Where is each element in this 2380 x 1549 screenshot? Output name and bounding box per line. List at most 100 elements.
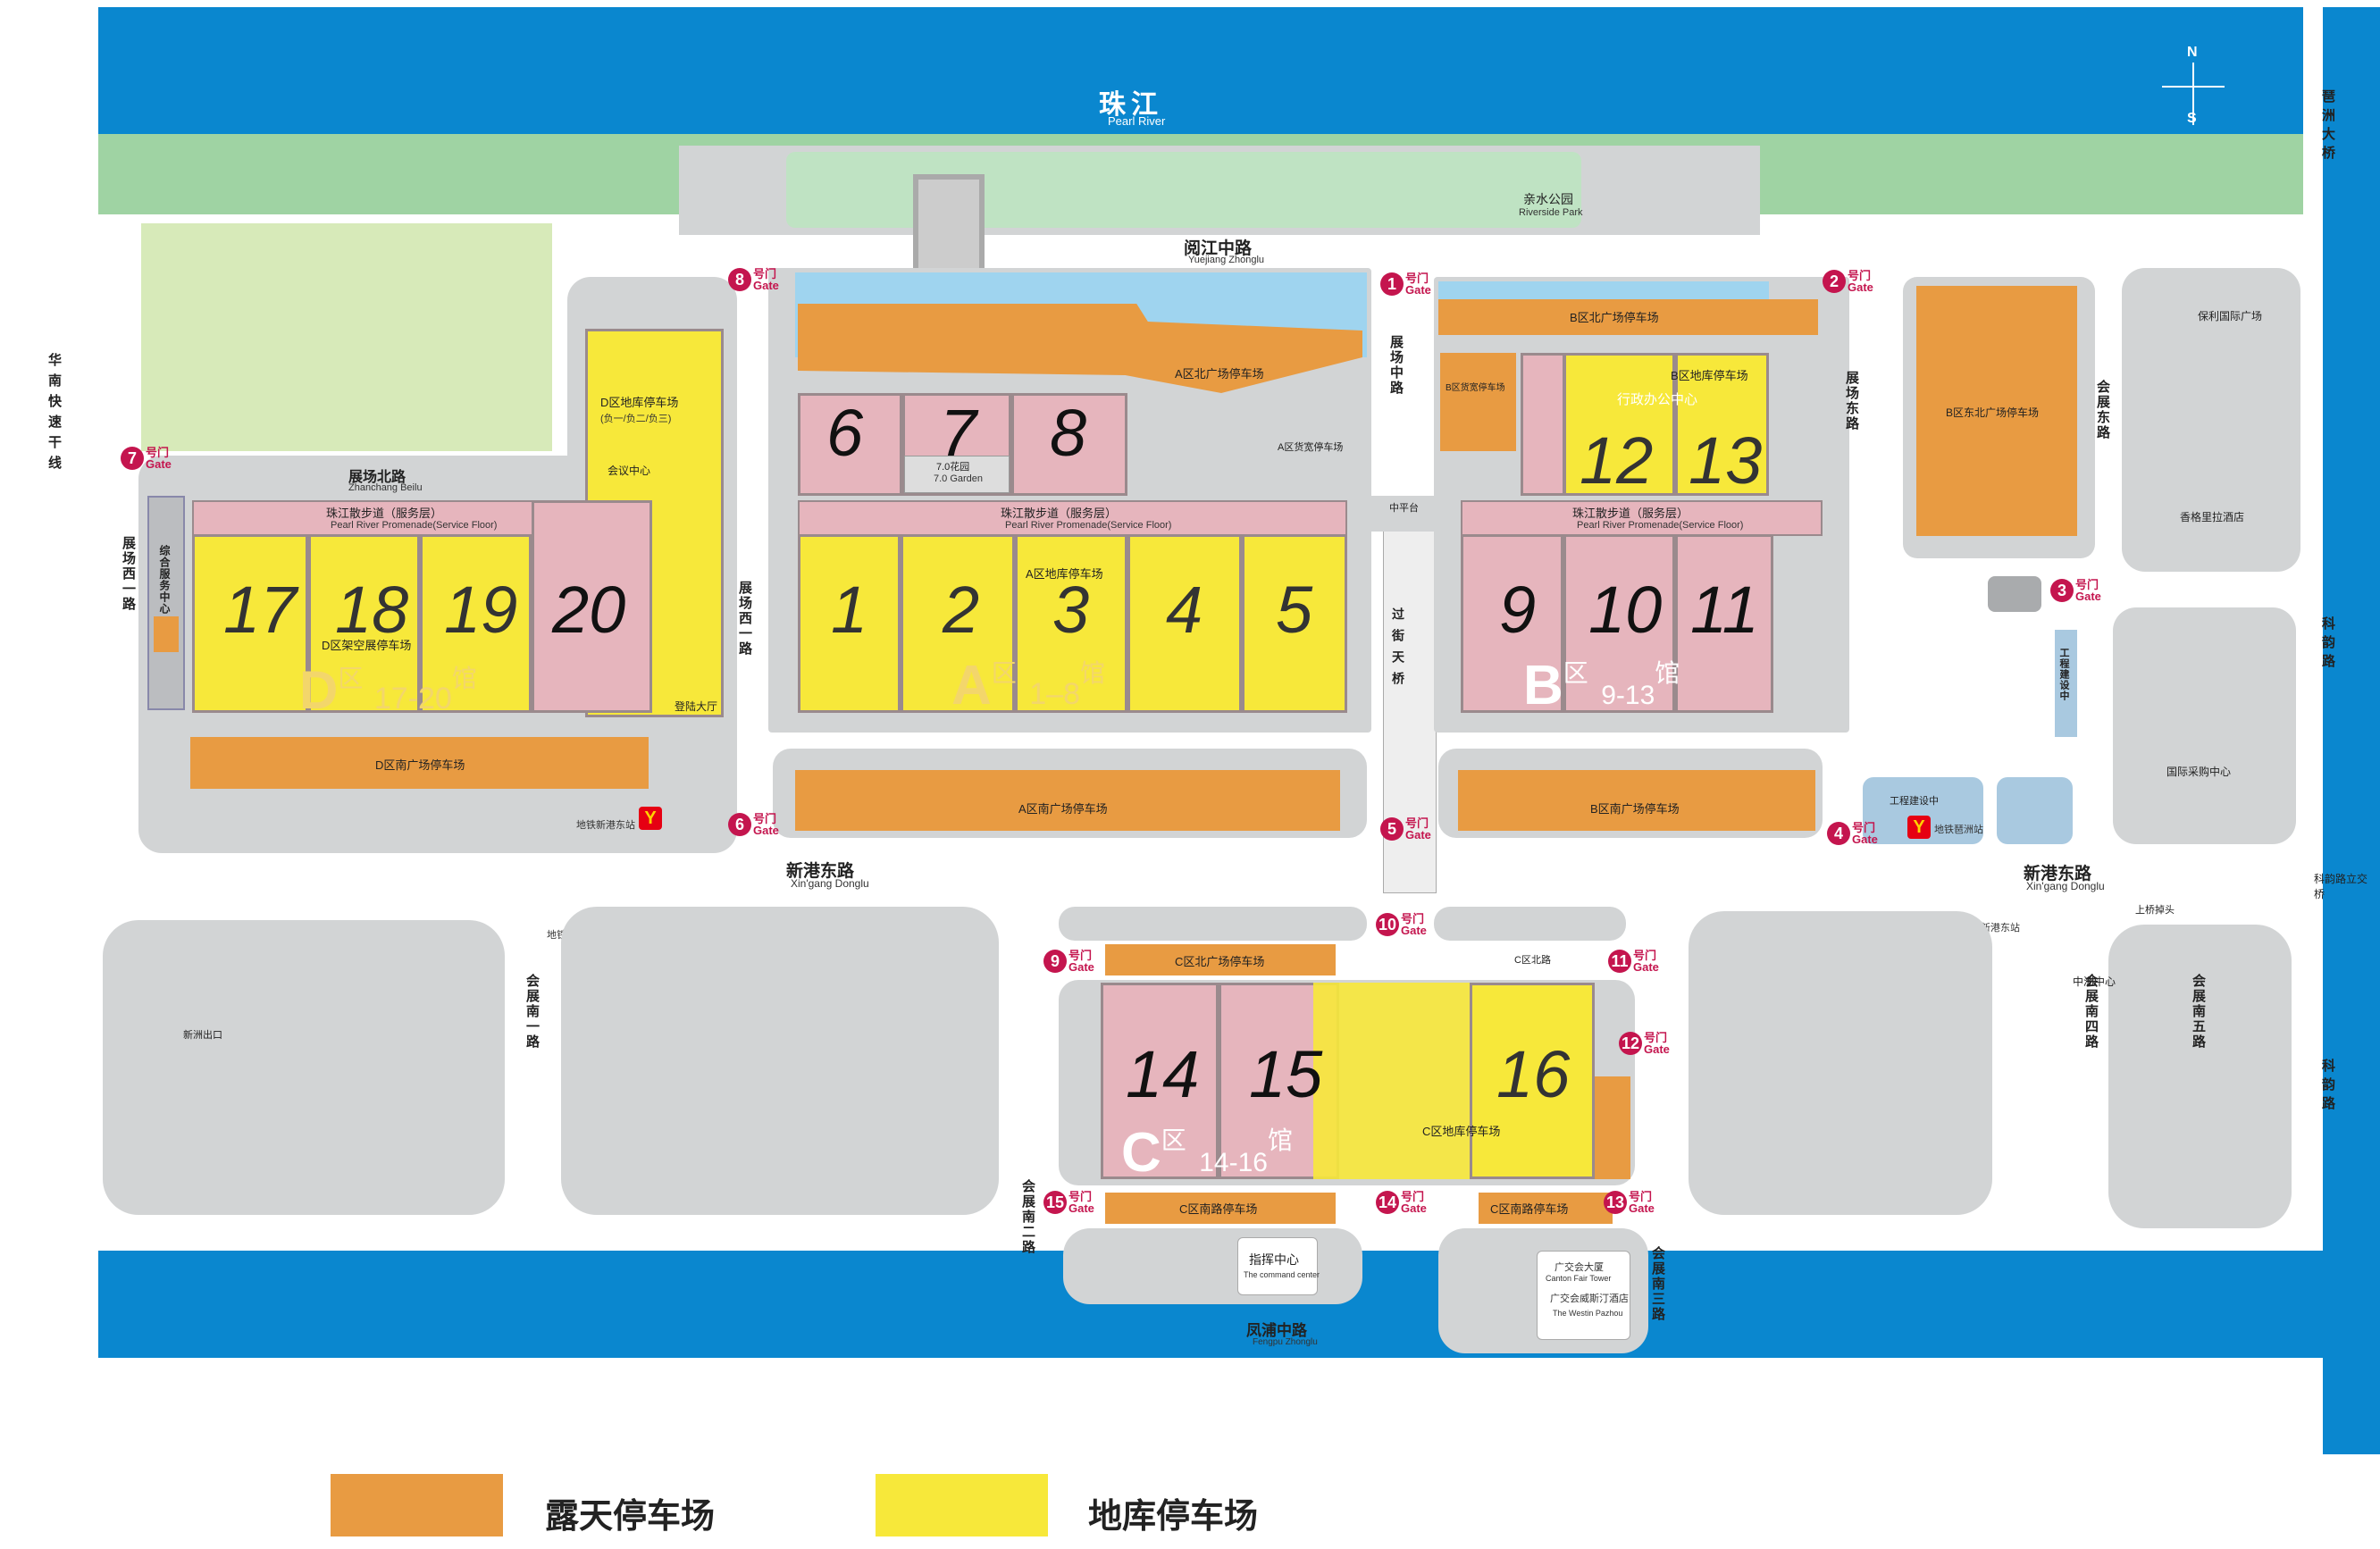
garden-label: 7.0花园 [936, 462, 970, 473]
hall-9-num: 9 [1499, 573, 1537, 647]
hall-10[interactable] [1563, 534, 1675, 713]
hall-17[interactable] [192, 534, 308, 713]
fengpu-road: 凤浦中路 [1246, 1322, 1307, 1339]
small-building [1988, 576, 2041, 612]
canton-tower [1537, 1251, 1630, 1340]
c-north-bar-e [1434, 907, 1626, 941]
d-service-center [147, 496, 185, 710]
hall-9[interactable] [1461, 534, 1563, 713]
b-under-label: B区地库停车场 [1671, 369, 1748, 382]
b-north-parking[interactable] [1438, 299, 1818, 335]
hall-6-num: 6 [826, 396, 864, 470]
hall-12-num: 12 [1580, 423, 1654, 498]
hall-3-num: 3 [1052, 573, 1090, 647]
a-water-parking: A区货宽停车场 [1278, 442, 1344, 453]
metro-xingang-label: 地铁新港东站 [576, 820, 635, 831]
huizhan-nan4-road: 会展南四路 [2083, 974, 2099, 1050]
b-goods-parking[interactable] [1440, 353, 1516, 451]
b-south-parking[interactable] [1458, 770, 1815, 831]
zhanchang-xi-road: 展场西一路 [737, 581, 752, 657]
hall-19[interactable] [420, 534, 532, 713]
metro-pazhou-label: 地铁琶洲站 [1934, 825, 1983, 835]
d-south-label: D区南广场停车场 [375, 758, 465, 772]
a-south-parking[interactable] [795, 770, 1340, 831]
yuejiang-road-en: Yuejiang Zhonglu [1188, 255, 1265, 265]
a-north-label: A区北广场停车场 [1175, 367, 1264, 381]
hall-16[interactable] [1470, 983, 1595, 1179]
legend-underground-label: 地库停车场 [1088, 1498, 1259, 1536]
c-north-road: C区北路 [1514, 955, 1551, 966]
sw-block2 [561, 907, 999, 1215]
b-east-north-label: B区东北广场停车场 [1946, 406, 2040, 419]
huizhan-dong-road: 会展东路 [2095, 380, 2110, 440]
command-en: The command center [1244, 1270, 1320, 1279]
hall-6[interactable] [798, 393, 902, 496]
construction-east [2055, 630, 2077, 737]
se-block [1689, 911, 1992, 1215]
hall-11[interactable] [1675, 534, 1773, 713]
construction-label: 工程建设中 [2058, 648, 2069, 701]
hall-8-num: 8 [1050, 396, 1087, 470]
yuejiang-road: 阅江中路 [1184, 239, 1253, 258]
c-south-parking-e[interactable] [1479, 1193, 1613, 1224]
pazhou-bridge: 琶洲大桥 [2320, 89, 2335, 164]
hall-3[interactable] [1015, 534, 1127, 713]
hall-14[interactable] [1101, 983, 1219, 1179]
intl-block [2113, 607, 2296, 844]
zhanchang-bei-en: Zhanchang Beilu [348, 482, 423, 493]
hall-20[interactable] [532, 500, 652, 713]
se-block2 [2108, 925, 2292, 1228]
c-south1-label: C区南路停车场 [1179, 1202, 1258, 1216]
a-promenade-en: Pearl River Promenade(Service Floor) [1005, 520, 1172, 531]
c-north-label: C区北广场停车场 [1175, 955, 1265, 968]
hall-2[interactable] [901, 534, 1015, 713]
garden-7 [904, 456, 1010, 493]
east-river [2323, 7, 2380, 1454]
hall-1-num: 1 [831, 573, 868, 647]
zhanchang-zhong-road: 展场中路 [1388, 335, 1404, 396]
hall-12[interactable] [1563, 353, 1675, 496]
meeting-center: 会议中心 [608, 465, 651, 477]
legend-open-swatch [331, 1474, 503, 1536]
c-south-parking-w[interactable] [1105, 1193, 1336, 1224]
sw-block [103, 920, 505, 1215]
shangqiao-label: 上桥掉头 [2135, 905, 2175, 916]
b-east-north-parking[interactable] [1916, 286, 2077, 536]
a-area-badge: A区 1–8馆 [951, 655, 1105, 716]
hall-1[interactable] [798, 534, 901, 713]
hall-8[interactable] [1011, 393, 1127, 496]
xingang-road-east-en: Xin'gang Donglu [2026, 880, 2105, 892]
zhanchang-dong-road: 展场东路 [1844, 371, 1859, 431]
hall-5[interactable] [1242, 534, 1347, 713]
shangri-label: 香格里拉酒店 [2180, 511, 2245, 523]
legend-underground-swatch [876, 1474, 1048, 1536]
hall-19-num: 19 [444, 573, 518, 647]
exit-label: 新洲出口 [183, 1030, 222, 1041]
hall-11-num: 11 [1690, 573, 1759, 647]
hall-4[interactable] [1127, 534, 1242, 713]
hall-18[interactable] [308, 534, 420, 713]
c-east-parking [1595, 1076, 1630, 1179]
zhanchang-bei-road: 展场北路 [348, 470, 406, 485]
poly-label: 保利国际广场 [2198, 310, 2263, 322]
c-north-parking[interactable] [1105, 944, 1336, 975]
garden-en: 7.0 Garden [934, 473, 984, 484]
d-south-parking[interactable] [190, 737, 649, 789]
flyover-label: 过街天桥 [1391, 607, 1405, 693]
hall-13[interactable] [1675, 353, 1769, 496]
